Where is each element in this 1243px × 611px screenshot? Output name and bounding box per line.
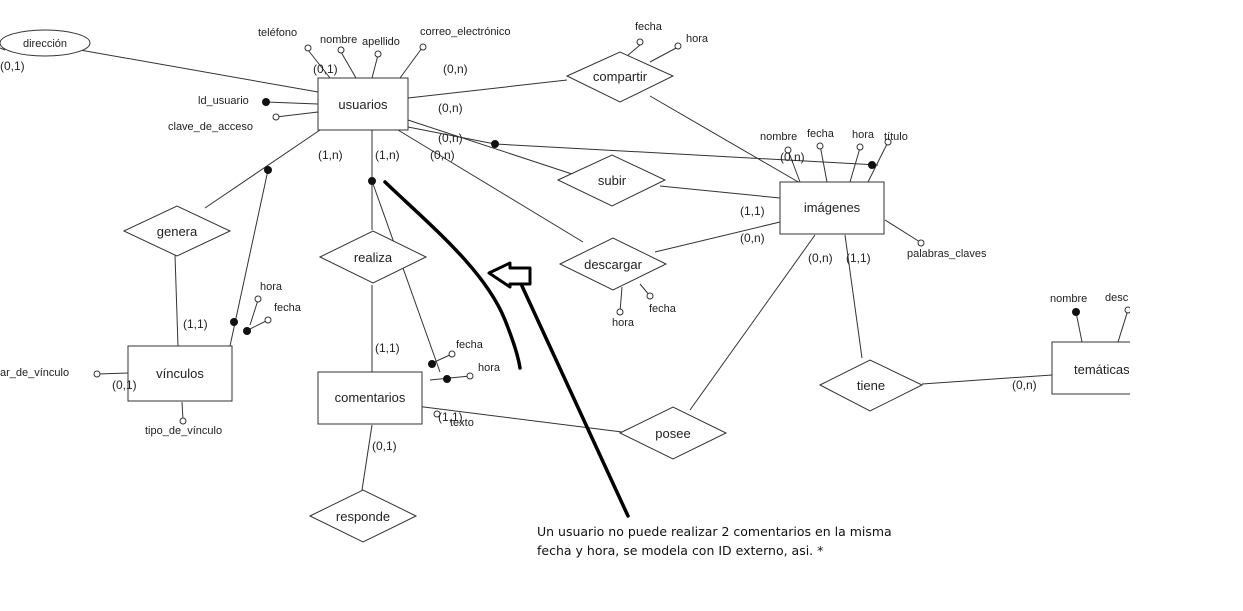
attr-id-usuario: ld_usuario xyxy=(198,95,249,107)
attr-img-titulo: título xyxy=(884,131,908,143)
entity-usuarios: usuarios xyxy=(317,77,409,131)
attr-descargar-hora: hora xyxy=(612,317,635,329)
attr-descargar-fecha: fecha xyxy=(649,303,677,315)
entity-imagenes: imágenes xyxy=(779,181,885,235)
card-img-top: (0,n) xyxy=(780,150,805,164)
attr-nombre: nombre xyxy=(320,34,357,46)
relation-label: descargar xyxy=(584,257,642,272)
relation-label: compartir xyxy=(593,69,648,84)
attr-palabras-claves: palabras_claves xyxy=(907,248,987,260)
attr-com-hora: hora xyxy=(478,362,501,374)
relation-tiene: tiene xyxy=(818,359,924,412)
card-img-subir: (1,1) xyxy=(740,204,765,218)
relation-posee: posee xyxy=(618,406,728,460)
entity-label: temáticas xyxy=(1074,362,1130,377)
card-vinc-genera: (1,1) xyxy=(183,317,208,331)
card-usr-genera: (1,n) xyxy=(318,148,343,162)
relation-label: responde xyxy=(336,509,390,524)
attr-correo: correo_electrónico xyxy=(420,26,511,38)
card-com-responde: (0,1) xyxy=(372,439,397,453)
attribute-markers xyxy=(93,38,1132,425)
relation-responde: responde xyxy=(308,489,418,543)
attr-apellido: apellido xyxy=(362,36,400,48)
card-usr-descargar: (0,n) xyxy=(430,148,455,162)
relation-compartir: compartir xyxy=(565,51,675,103)
card-img-tiene: (1,1) xyxy=(846,251,871,265)
relation-label: tiene xyxy=(857,378,885,393)
card-img-posee: (0,n) xyxy=(808,251,833,265)
relation-label: dirección xyxy=(23,38,67,50)
pointer-line xyxy=(520,284,630,518)
card-usr-subir: (0,n) xyxy=(438,131,463,145)
note-line-1: Un usuario no puede realizar 2 comentari… xyxy=(537,524,892,539)
attr-lugar-vinculo: ar_de_vínculo xyxy=(0,367,69,379)
entity-label: vínculos xyxy=(156,366,204,381)
card-com-texto: (1,1) xyxy=(438,410,463,424)
attr-img-fecha: fecha xyxy=(807,128,835,140)
entity-comentarios: comentarios xyxy=(317,371,423,425)
annotation-note: Un usuario no puede realizar 2 comentari… xyxy=(537,524,892,558)
card-img-descargar: (0,n) xyxy=(740,231,765,245)
card-usr-realiza: (1,n) xyxy=(375,148,400,162)
entity-label: usuarios xyxy=(338,97,388,112)
relation-label: realiza xyxy=(354,250,393,265)
relation-realiza: realiza xyxy=(318,230,428,284)
card-direccion: (0,1) xyxy=(0,59,25,73)
attr-compartir-hora: hora xyxy=(686,33,709,45)
attr-com-texto: texto xyxy=(450,417,474,429)
cardinality-labels: (0,1) (0,1) (0,n) (0,n) (0,n) (0,n) (1,n… xyxy=(0,59,1037,453)
relation-subir: subir xyxy=(556,154,667,207)
attr-compartir-fecha: fecha xyxy=(635,21,663,33)
attr-com-fecha: fecha xyxy=(456,339,484,351)
card-vinc-lugar: (0,1) xyxy=(112,378,137,392)
attr-tem-nombre: nombre xyxy=(1050,293,1087,305)
connection-lines xyxy=(0,44,1129,491)
card-correo: (0,n) xyxy=(443,62,468,76)
attr-clave: clave_de_acceso xyxy=(168,121,253,133)
attr-tem-desc: desc xyxy=(1105,292,1129,304)
relation-genera: genera xyxy=(122,205,232,257)
attr-telefono: teléfono xyxy=(258,27,297,39)
attr-img-nombre: nombre xyxy=(760,131,797,143)
relation-direccion: dirección xyxy=(0,29,91,57)
relation-label: genera xyxy=(157,224,198,239)
entity-vinculos: vínculos xyxy=(127,345,233,402)
annotation-arrows xyxy=(383,180,630,518)
attr-img-hora: hora xyxy=(852,129,875,141)
card-telefono: (0,1) xyxy=(313,62,338,76)
entity-label: imágenes xyxy=(804,200,861,215)
entity-label: comentarios xyxy=(335,390,406,405)
relation-label: posee xyxy=(655,426,690,441)
crop-mask xyxy=(1130,0,1243,611)
curved-stroke xyxy=(383,180,522,370)
card-com-realiza: (1,1) xyxy=(375,341,400,355)
card-usr-compartir: (0,n) xyxy=(438,101,463,115)
relation-descargar: descargar xyxy=(558,237,668,291)
card-tem-tiene: (0,n) xyxy=(1012,378,1037,392)
note-line-2: fecha y hora, se modela con ID externo, … xyxy=(537,543,823,558)
attr-genera-hora: hora xyxy=(260,281,283,293)
attr-genera-fecha: fecha xyxy=(274,302,302,314)
relation-label: subir xyxy=(598,173,627,188)
attr-tipo-vinculo: tipo_de_vínculo xyxy=(145,425,222,437)
attribute-labels: teléfono nombre apellido correo_electrón… xyxy=(0,21,1129,437)
hollow-arrow-icon xyxy=(487,261,532,289)
